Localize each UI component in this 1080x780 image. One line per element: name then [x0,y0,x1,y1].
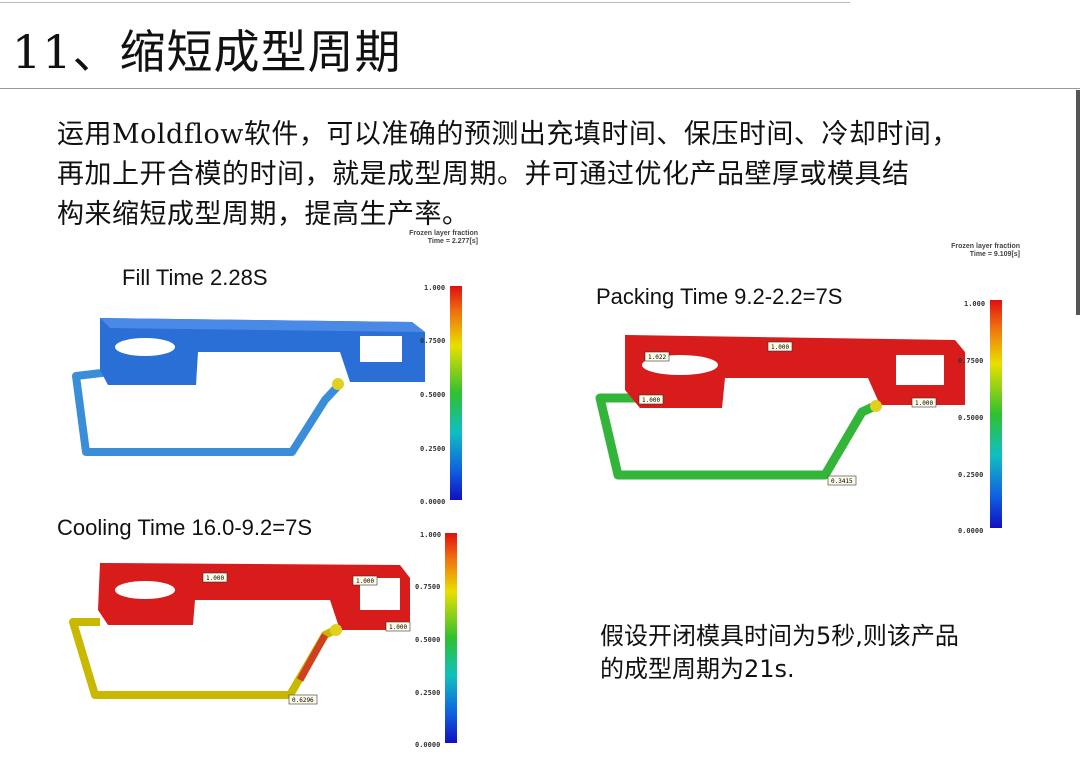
paragraph-line-2: 再加上开合模的时间，就是成型周期。并可通过优化产品壁厚或模具结 [57,159,910,190]
fill-color-scale [450,286,462,500]
packing-time-model: 1.000 1.022 1.000 1.000 0.3415 [595,335,965,486]
paragraph-line-1: 运用Moldflow软件，可以准确的预测出充填时间、保压时间、冷却时间， [57,119,959,150]
scale-tick: 1.000 [964,300,986,308]
scale-tick: 1.000 [424,284,446,292]
top-divider [0,2,850,3]
scale-tick: 0.2500 [420,445,446,453]
cooling-color-scale [445,533,457,743]
title-divider [0,88,1080,89]
packing-annotation: 1.000 [642,397,660,404]
scale-tick: 0.0000 [958,527,984,535]
legend-time: Time = 9.109[s] [969,251,1020,258]
cooling-annotation: 1.000 [356,578,374,585]
scale-tick: 0.2500 [415,689,441,697]
legend-time: Time = 2.277[s] [427,238,478,245]
scale-tick: 1.000 [420,531,442,539]
scale-tick: 0.7500 [420,337,446,345]
scale-tick: 0.7500 [415,583,441,591]
fill-legend-header: Frozen layer fraction Time = 2.277[s] [380,230,478,246]
scale-tick: 0.0000 [420,498,446,506]
cooling-annotation: 0.6296 [292,697,314,704]
fill-time-model [72,318,425,456]
scale-tick: 0.0000 [415,741,441,749]
scrollbar[interactable] [1076,90,1080,315]
paragraph-line-3: 构来缩短成型周期，提高生产率。 [57,199,470,230]
packing-annotation: 1.000 [771,344,789,351]
cooling-annotation: 1.000 [206,575,224,582]
cooling-time-caption: Cooling Time 16.0-9.2=7S [57,515,312,540]
slide-title: 11、缩短成型周期 [12,25,402,79]
scale-tick: 0.5000 [420,391,446,399]
cooling-time-model: 1.000 1.000 1.000 0.6296 [69,563,411,705]
cooling-annotation: 1.000 [389,624,407,631]
cycle-note-line-2: 的成型周期为21s. [600,655,795,683]
packing-legend-header: Frozen layer fraction Time = 9.109[s] [920,243,1020,259]
legend-title: Frozen layer fraction [951,243,1020,250]
legend-title: Frozen layer fraction [409,230,478,237]
fill-time-caption: Fill Time 2.28S [122,265,268,290]
scale-tick: 0.7500 [958,357,984,365]
scale-tick: 0.5000 [415,636,441,644]
packing-annotation: 0.3415 [831,478,853,485]
packing-time-caption: Packing Time 9.2-2.2=7S [596,284,843,309]
packing-color-scale [990,300,1002,528]
scale-tick: 0.5000 [958,414,984,422]
packing-annotation: 1.022 [648,354,666,361]
cycle-note-line-1: 假设开闭模具时间为5秒,则该产品 [600,622,959,650]
packing-annotation: 1.000 [915,400,933,407]
scale-tick: 0.2500 [958,471,984,479]
